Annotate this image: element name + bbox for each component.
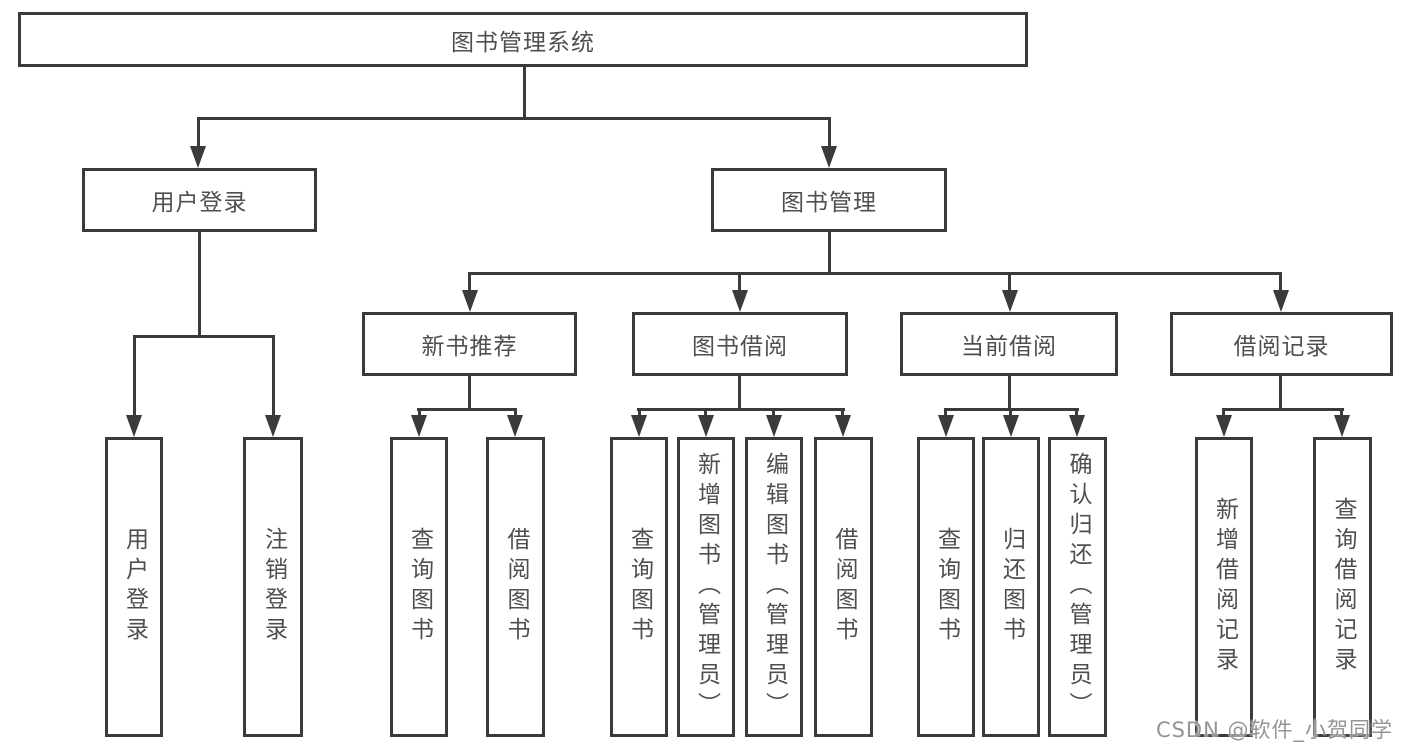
leaf-borrow-edit-book-admin-label: 编辑图书（管理员）	[761, 452, 788, 722]
leaf-current-return-book: 归还图书	[982, 437, 1040, 737]
node-borrow-record-label: 借阅记录	[1233, 334, 1330, 360]
leaf-logout: 注销登录	[243, 437, 303, 737]
leaf-current-confirm-return-admin: 确认归还（管理员）	[1048, 437, 1107, 737]
leaf-borrow-add-book-admin: 新增图书（管理员）	[677, 437, 735, 737]
leaf-current-query-book-label: 查询图书	[933, 527, 960, 647]
arrowhead	[265, 415, 281, 437]
node-new-book-recommend-label: 新书推荐	[421, 334, 518, 360]
connector	[704, 411, 707, 417]
arrowhead	[1273, 290, 1289, 312]
node-current-borrow-label: 当前借阅	[961, 334, 1057, 360]
leaf-borrow-edit-book-admin: 编辑图书（管理员）	[745, 437, 803, 737]
leaf-record-query-borrow-record-label: 查询借阅记录	[1330, 497, 1356, 677]
connector	[638, 411, 641, 417]
leaf-record-add-borrow-record: 新增借阅记录	[1195, 437, 1253, 737]
connector	[944, 408, 1079, 411]
arrowhead	[1003, 415, 1019, 437]
connector	[828, 232, 831, 272]
leaf-user-login: 用户登录	[105, 437, 163, 737]
node-current-borrow: 当前借阅	[900, 312, 1118, 376]
connector	[523, 67, 526, 119]
connector	[637, 408, 845, 411]
node-user-login-label: 用户登录	[151, 190, 248, 216]
arrowhead	[462, 290, 478, 312]
node-user-login: 用户登录	[82, 168, 317, 232]
leaf-current-return-book-label: 归还图书	[998, 527, 1025, 647]
arrowhead	[126, 415, 142, 437]
leaf-borrow-borrow-book-label: 借阅图书	[831, 527, 857, 647]
arrowhead	[1334, 415, 1350, 437]
leaf-record-query-borrow-record: 查询借阅记录	[1313, 437, 1372, 737]
connector	[1279, 376, 1282, 408]
leaf-borrow-query-book-label: 查询图书	[626, 527, 653, 647]
connector	[738, 275, 741, 291]
arrowhead	[1069, 415, 1085, 437]
connector	[133, 338, 136, 416]
node-book-borrow: 图书借阅	[632, 312, 848, 376]
connector	[1222, 408, 1344, 411]
arrowhead	[507, 415, 523, 437]
connector	[1075, 411, 1078, 417]
connector	[1008, 376, 1011, 408]
connector	[944, 411, 947, 417]
leaf-newbook-query-book: 查询图书	[390, 437, 448, 737]
connector	[468, 376, 471, 408]
csdn-watermark: CSDN @软件_小贺同学	[1155, 718, 1393, 742]
leaf-borrow-add-book-admin-label: 新增图书（管理员）	[693, 452, 720, 722]
connector	[468, 275, 471, 291]
node-book-management: 图书管理	[711, 168, 947, 232]
leaf-borrow-query-book: 查询图书	[610, 437, 668, 737]
connector	[841, 411, 844, 417]
connector	[738, 376, 741, 408]
node-book-management-label: 图书管理	[781, 190, 877, 216]
leaf-user-login-label: 用户登录	[121, 527, 148, 647]
leaf-borrow-borrow-book: 借阅图书	[814, 437, 873, 737]
arrowhead	[821, 146, 837, 168]
node-new-book-recommend: 新书推荐	[362, 312, 577, 376]
arrowhead	[631, 415, 647, 437]
node-book-borrow-label: 图书借阅	[692, 334, 788, 360]
arrowhead	[1216, 415, 1232, 437]
arrowhead	[698, 415, 714, 437]
node-root-label: 图书管理系统	[451, 29, 595, 56]
connector	[1009, 411, 1012, 417]
connector	[1008, 275, 1011, 291]
connector	[468, 272, 1282, 275]
connector	[198, 232, 201, 335]
connector	[1222, 411, 1225, 417]
leaf-record-add-borrow-record-label: 新增借阅记录	[1211, 497, 1238, 677]
connector	[418, 411, 421, 417]
arrowhead	[190, 146, 206, 168]
connector	[772, 411, 775, 417]
node-borrow-record: 借阅记录	[1170, 312, 1393, 376]
leaf-logout-label: 注销登录	[260, 527, 287, 647]
connector	[514, 411, 517, 417]
leaf-newbook-query-book-label: 查询图书	[406, 527, 433, 647]
connector	[133, 335, 275, 338]
leaf-newbook-borrow-book-label: 借阅图书	[503, 527, 529, 647]
leaf-current-query-book: 查询图书	[917, 437, 975, 737]
arrowhead	[835, 415, 851, 437]
connector	[1279, 275, 1282, 291]
arrowhead	[1002, 290, 1018, 312]
connector	[417, 408, 517, 411]
node-root: 图书管理系统	[18, 12, 1028, 67]
leaf-current-confirm-return-admin-label: 确认归还（管理员）	[1065, 452, 1091, 722]
arrowhead	[411, 415, 427, 437]
connector	[828, 120, 831, 148]
leaf-newbook-borrow-book: 借阅图书	[486, 437, 545, 737]
arrowhead	[732, 290, 748, 312]
connector	[1340, 411, 1343, 417]
connector	[197, 117, 831, 120]
connector	[272, 338, 275, 416]
arrowhead	[938, 415, 954, 437]
arrowhead	[766, 415, 782, 437]
connector	[197, 120, 200, 148]
